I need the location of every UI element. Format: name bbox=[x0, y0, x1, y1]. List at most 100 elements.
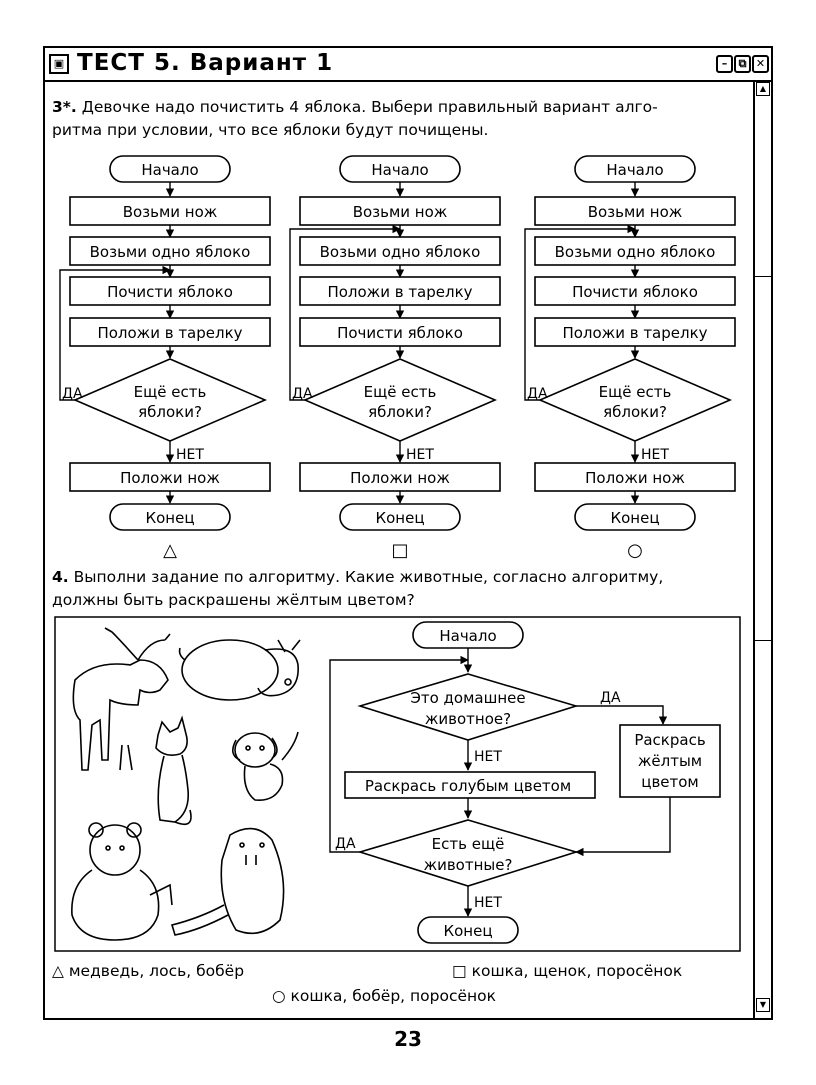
task4-text: 4. Выполни задание по алгоритму. Какие ж… bbox=[52, 566, 742, 612]
answer-marker: ○ bbox=[627, 540, 643, 561]
square-icon: □ bbox=[452, 962, 467, 980]
blue-label: Раскрась голубым цветом bbox=[365, 777, 571, 795]
answer-text: кошка, щенок, поросёнок bbox=[471, 962, 683, 980]
process-label: Возьми нож bbox=[353, 203, 448, 221]
decision-label: животное? bbox=[425, 710, 511, 728]
decision-label: Ещё есть bbox=[364, 383, 437, 401]
process-label: Положи нож bbox=[585, 469, 685, 487]
start-label: Начало bbox=[439, 627, 496, 645]
answer-text: медведь, лось, бобёр bbox=[68, 962, 245, 980]
connector-line bbox=[576, 705, 668, 725]
yellow-label: жёлтым bbox=[638, 752, 702, 770]
decision-label: Есть ещё bbox=[432, 835, 505, 853]
process-label: Возьми одно яблоко bbox=[90, 243, 251, 261]
yes-label: ДА bbox=[527, 386, 548, 402]
close-icon[interactable]: ✕ bbox=[752, 55, 769, 73]
task3-line2: ритма при условии, что все яблоки будут … bbox=[52, 121, 489, 139]
process-box bbox=[69, 276, 271, 306]
scrollbar-divider bbox=[755, 276, 771, 277]
circle-icon: ○ bbox=[272, 987, 286, 1005]
vertical-scrollbar[interactable]: ▲ ▼ bbox=[753, 80, 771, 1018]
yellow-label: Раскрась bbox=[634, 731, 705, 749]
page-number: 23 bbox=[394, 1027, 422, 1051]
window-controls: – ⧉ ✕ bbox=[716, 55, 769, 73]
connector-line bbox=[575, 797, 671, 857]
end-terminal bbox=[574, 503, 696, 531]
process-box bbox=[534, 236, 736, 266]
start-label: Начало bbox=[371, 161, 428, 179]
decision-label: Ещё есть bbox=[134, 383, 207, 401]
task4-number: 4. bbox=[52, 568, 69, 586]
yes-label: ДА bbox=[62, 386, 83, 402]
answer-circle[interactable]: ○ кошка, бобёр, поросёнок bbox=[272, 987, 496, 1005]
process-label: Почисти яблоко bbox=[337, 324, 463, 342]
task4-line1: Выполни задание по алгоритму. Какие живо… bbox=[73, 568, 664, 586]
decision-label: Ещё есть bbox=[599, 383, 672, 401]
yes-label: ДА bbox=[335, 836, 356, 852]
window-menu-icon[interactable]: ▣ bbox=[49, 54, 69, 74]
end-label: Конец bbox=[610, 509, 659, 527]
decision-label: яблоки? bbox=[603, 403, 667, 421]
process-label: Положи в тарелку bbox=[562, 324, 707, 342]
answer-triangle[interactable]: △ медведь, лось, бобёр bbox=[52, 962, 244, 980]
yes-label: ДА bbox=[292, 386, 313, 402]
decision-diamond bbox=[357, 673, 579, 741]
start-label: Начало bbox=[141, 161, 198, 179]
end-terminal bbox=[109, 503, 231, 531]
task3-line1: Девочке надо почистить 4 яблока. Выбери … bbox=[81, 98, 658, 116]
process-label: Возьми одно яблоко bbox=[555, 243, 716, 261]
start-label: Начало bbox=[606, 161, 663, 179]
answer-text: кошка, бобёр, поросёнок bbox=[290, 987, 497, 1005]
answer-square[interactable]: □ кошка, щенок, поросёнок bbox=[452, 962, 682, 980]
process-box bbox=[69, 317, 271, 347]
no-label: НЕТ bbox=[641, 447, 669, 463]
no-label: НЕТ bbox=[474, 895, 502, 911]
connector-line bbox=[289, 224, 401, 401]
scroll-up-icon[interactable]: ▲ bbox=[756, 82, 770, 96]
no-label: НЕТ bbox=[474, 749, 502, 765]
scroll-down-icon[interactable]: ▼ bbox=[756, 998, 770, 1012]
title-bar: ▣ ТЕСТ 5. Вариант 1 – ⧉ ✕ bbox=[45, 48, 771, 82]
task3-text: 3*. Девочке надо почистить 4 яблока. Выб… bbox=[52, 96, 742, 142]
process-label: Возьми одно яблоко bbox=[320, 243, 481, 261]
process-label: Положи нож bbox=[120, 469, 220, 487]
process-box bbox=[534, 462, 736, 492]
window-title: ТЕСТ 5. Вариант 1 bbox=[77, 50, 334, 76]
end-terminal bbox=[339, 503, 461, 531]
process-label: Положи в тарелку bbox=[97, 324, 242, 342]
process-label: Почисти яблоко bbox=[572, 283, 698, 301]
process-box bbox=[299, 236, 501, 266]
decision-label: животные? bbox=[424, 856, 513, 874]
answer-marker: □ bbox=[391, 540, 408, 561]
process-label: Положи нож bbox=[350, 469, 450, 487]
decision-label: Это домашнее bbox=[410, 689, 525, 707]
decision-label: яблоки? bbox=[138, 403, 202, 421]
process-box bbox=[69, 196, 271, 226]
process-label: Почисти яблоко bbox=[107, 283, 233, 301]
process-label: Возьми нож bbox=[588, 203, 683, 221]
process-box bbox=[69, 462, 271, 492]
task3-number: 3*. bbox=[52, 98, 77, 116]
connector-line bbox=[524, 224, 636, 401]
process-box bbox=[534, 317, 736, 347]
scrollbar-divider bbox=[755, 640, 771, 641]
decision-diamond bbox=[357, 819, 579, 887]
end-label: Конец bbox=[375, 509, 424, 527]
process-label: Возьми нож bbox=[123, 203, 218, 221]
process-box bbox=[299, 276, 501, 306]
answer-marker: △ bbox=[163, 540, 177, 561]
restore-icon[interactable]: ⧉ bbox=[734, 55, 751, 73]
process-box bbox=[299, 317, 501, 347]
yellow-label: цветом bbox=[641, 773, 699, 791]
minimize-icon[interactable]: – bbox=[716, 55, 733, 73]
process-label: Положи в тарелку bbox=[327, 283, 472, 301]
process-box bbox=[69, 236, 271, 266]
no-label: НЕТ bbox=[406, 447, 434, 463]
no-label: НЕТ bbox=[176, 447, 204, 463]
connector-line bbox=[59, 265, 171, 401]
end-label: Конец bbox=[145, 509, 194, 527]
task4-line2: должны быть раскрашены жёлтым цветом? bbox=[52, 591, 415, 609]
